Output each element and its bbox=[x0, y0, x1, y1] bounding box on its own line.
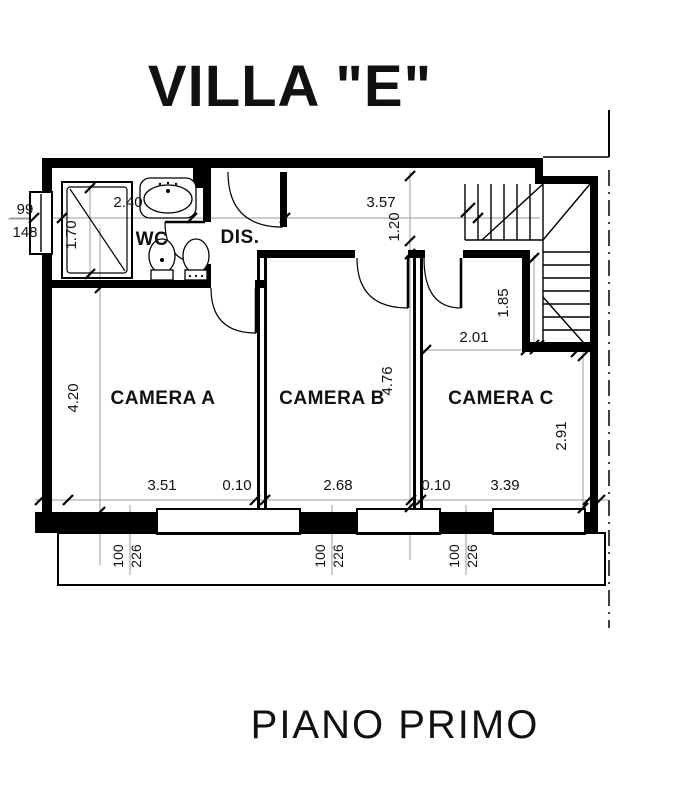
dim-hall-width: 3.57 bbox=[366, 194, 395, 211]
window-left-bottom: 148 bbox=[12, 224, 37, 241]
floor-caption: PIANO PRIMO bbox=[251, 703, 540, 747]
window-1-label: 100 226 bbox=[110, 544, 144, 568]
room-label-wc: WC bbox=[136, 229, 169, 250]
sink-icon bbox=[139, 177, 197, 219]
dim-wall-bc: 0.10 bbox=[421, 477, 450, 494]
toilet-icon bbox=[148, 238, 176, 281]
page-title: VILLA "E" bbox=[148, 54, 432, 119]
doors bbox=[164, 171, 463, 334]
door-camera-b bbox=[356, 257, 410, 309]
window-1-top: 100 bbox=[110, 544, 126, 568]
dim-vestibule-depth: 1.85 bbox=[495, 288, 512, 317]
dim-camera-b-width: 2.68 bbox=[323, 477, 352, 494]
dim-shower: 1.70 bbox=[63, 220, 80, 249]
window-labels: 99 148 100 226 100 226 100 226 bbox=[12, 201, 480, 568]
room-label-camera-c: CAMERA C bbox=[448, 388, 554, 409]
dim-wall-ab: 0.10 bbox=[222, 477, 251, 494]
room-label-dis: DIS. bbox=[221, 227, 260, 248]
dim-vestibule-width: 2.01 bbox=[459, 329, 488, 346]
room-label-camera-a: CAMERA A bbox=[111, 388, 216, 409]
fixtures bbox=[61, 177, 210, 281]
dimension-labels: 2.40 3.57 1.20 1.70 4.20 4.76 1.85 2.01 … bbox=[63, 194, 570, 494]
property-boundary bbox=[543, 110, 610, 628]
window-3 bbox=[492, 508, 586, 535]
staircase bbox=[464, 183, 591, 351]
door-camera-a bbox=[210, 287, 258, 334]
dimension-ticks bbox=[28, 170, 606, 518]
dim-hall-depth: 1.20 bbox=[386, 212, 403, 241]
window-1-bottom: 226 bbox=[128, 544, 144, 568]
window-left-label: 99 148 bbox=[12, 201, 37, 241]
window-2 bbox=[356, 508, 441, 535]
window-2-label: 100 226 bbox=[312, 544, 346, 568]
window-3-bottom: 226 bbox=[464, 544, 480, 568]
dim-camera-c-width: 3.39 bbox=[490, 477, 519, 494]
window-left-top: 99 bbox=[17, 201, 34, 218]
window-2-bottom: 226 bbox=[330, 544, 346, 568]
window-2-top: 100 bbox=[312, 544, 328, 568]
bidet-icon bbox=[182, 238, 210, 281]
dim-wc-width: 2.40 bbox=[113, 194, 142, 211]
room-label-camera-b: CAMERA B bbox=[279, 388, 385, 409]
door-camera-c bbox=[423, 257, 463, 309]
room-labels: WC DIS. CAMERA A CAMERA B CAMERA C bbox=[111, 227, 554, 409]
shower-icon bbox=[61, 181, 133, 279]
dim-camera-c-depth: 2.91 bbox=[553, 421, 570, 450]
window-1 bbox=[156, 508, 301, 535]
window-3-top: 100 bbox=[446, 544, 462, 568]
dim-camera-a-depth: 4.20 bbox=[65, 383, 82, 412]
window-3-label: 100 226 bbox=[446, 544, 480, 568]
dim-camera-a-width: 3.51 bbox=[147, 477, 176, 494]
balcony-outline bbox=[57, 532, 606, 586]
dim-camera-b-depth: 4.76 bbox=[379, 366, 396, 395]
windows bbox=[29, 191, 586, 535]
door-dis bbox=[227, 171, 287, 228]
